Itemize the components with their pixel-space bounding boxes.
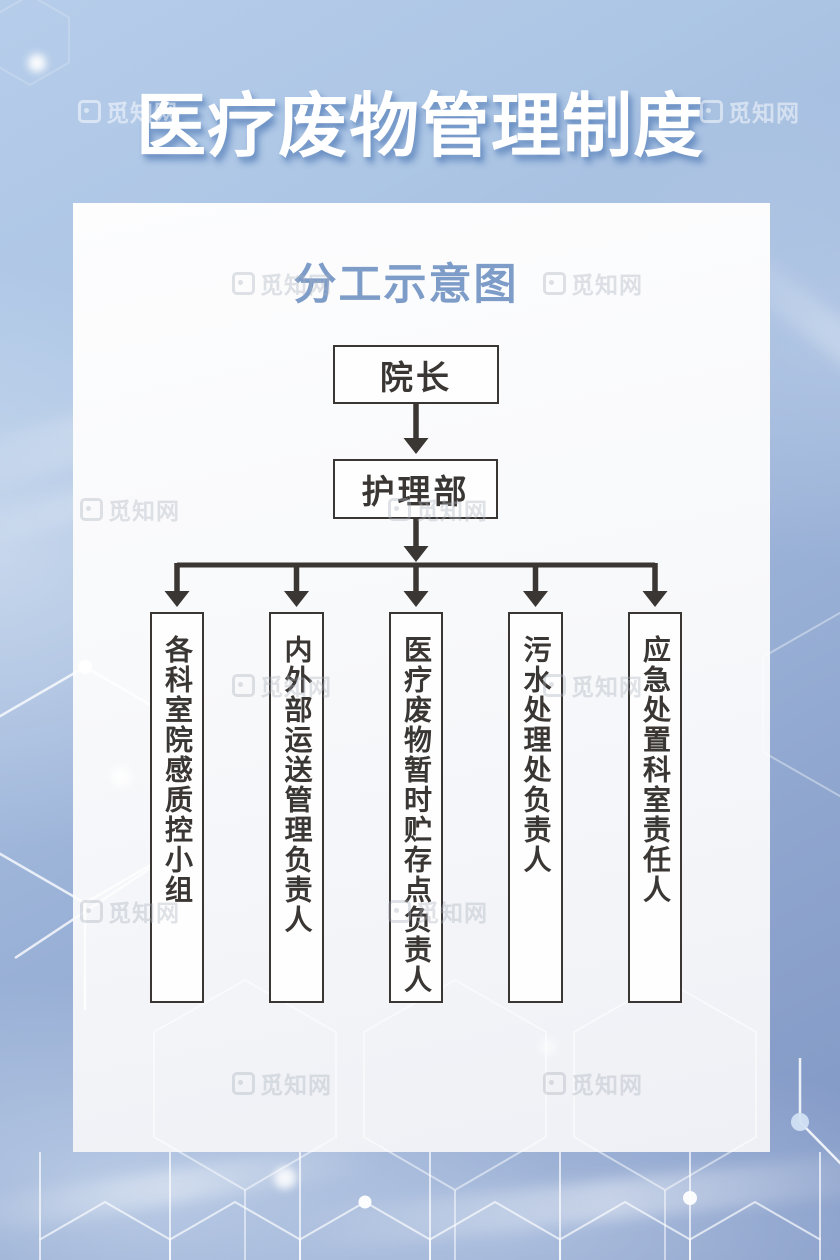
node-dept-infection-qc-group: 各科室院感质控小组 [150, 612, 204, 1003]
node-nursing-department: 护理部 [333, 459, 498, 519]
node-label: 医疗废物暂时贮存点负责人 [401, 635, 432, 995]
node-label: 各科室院感质控小组 [162, 635, 193, 905]
node-sewage-treatment-manager: 污水处理处负责人 [508, 612, 563, 1003]
node-label: 应急处置科室责任人 [640, 635, 671, 905]
light-streak [0, 1137, 381, 1237]
diagram-subtitle: 分工示意图 [293, 261, 519, 309]
node-label: 内外部运送管理负责人 [281, 635, 313, 935]
node-label: 污水处理处负责人 [520, 635, 552, 875]
light-streak [299, 1147, 840, 1253]
node-director: 院长 [333, 345, 499, 404]
poster-title: 医疗废物管理制度 [136, 87, 704, 165]
node-emergency-disposal-responsible: 应急处置科室责任人 [628, 612, 682, 1003]
node-temporary-storage-manager: 医疗废物暂时贮存点负责人 [389, 612, 443, 1003]
node-transport-manager: 内外部运送管理负责人 [269, 612, 324, 1003]
